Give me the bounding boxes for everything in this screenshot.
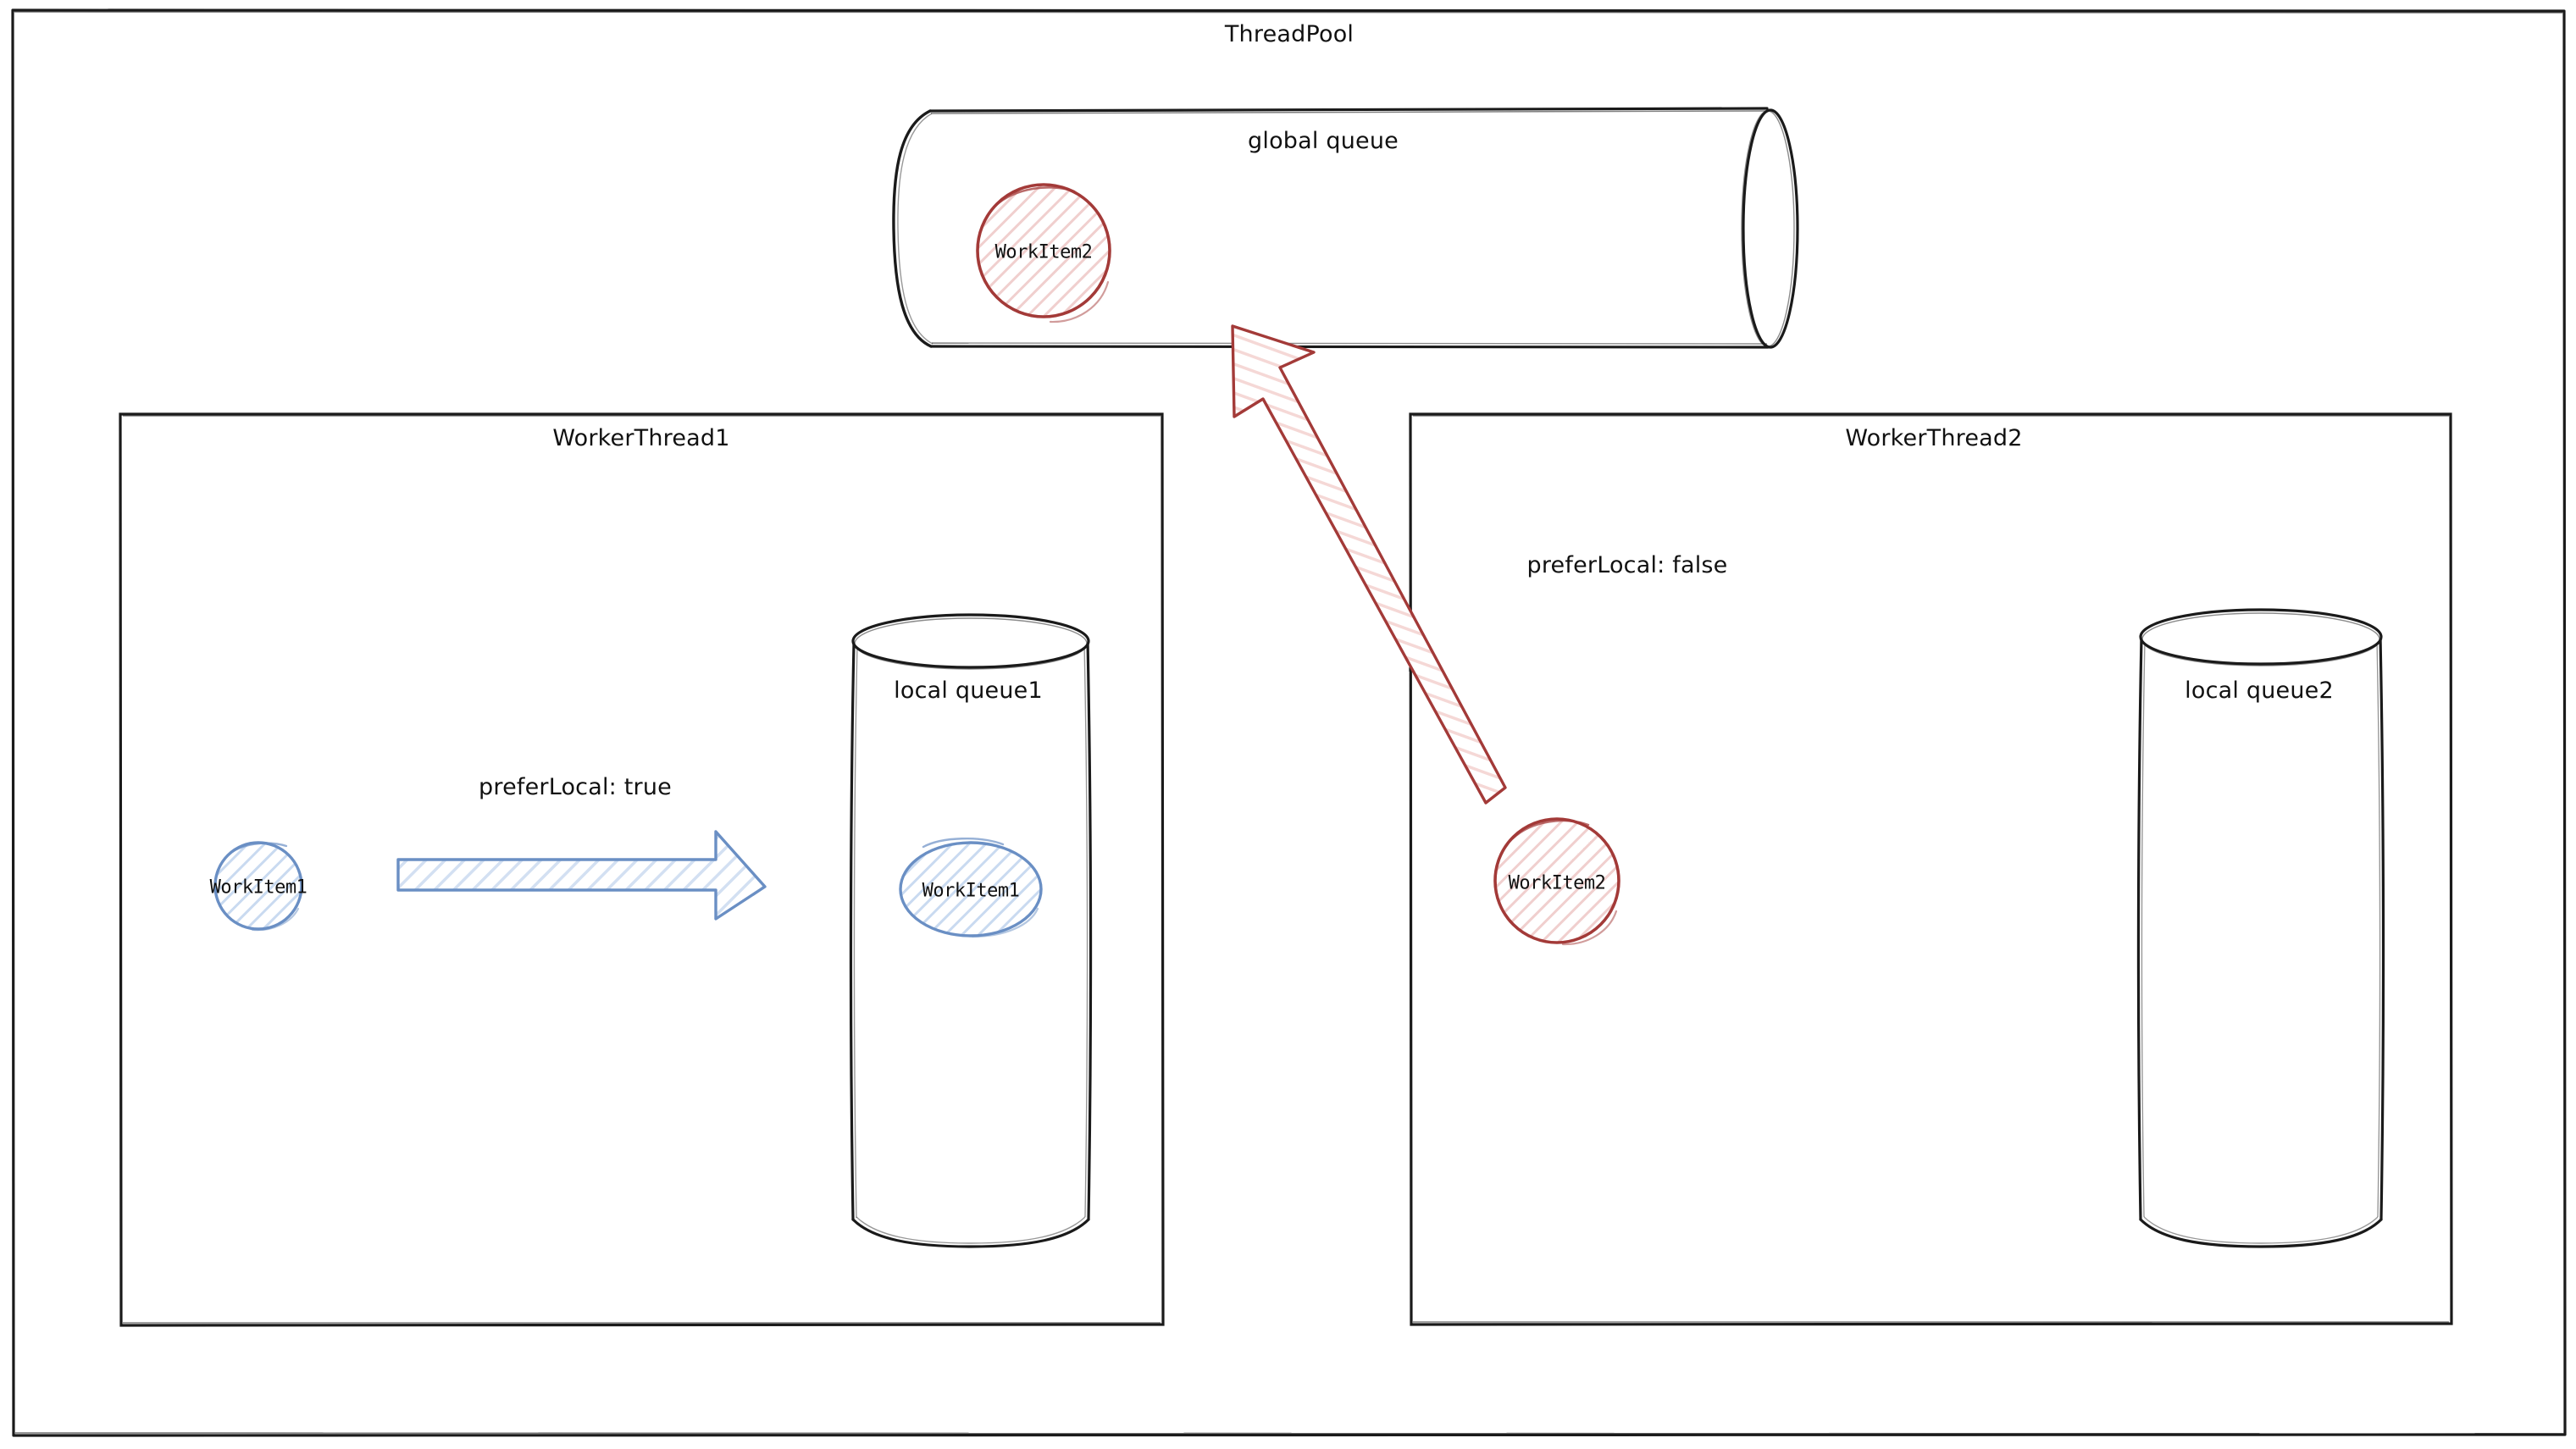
threadpool-title: ThreadPool [1224,21,1354,47]
workerthread2-pending-item-label: WorkItem2 [1508,872,1606,894]
workerthread2-pending-workitem2 [1493,817,1620,946]
global-queue-item-label: WorkItem2 [994,241,1093,263]
workerthread1-box [119,412,1165,1327]
workerthread2-preferlocal-label: preferLocal: false [1526,552,1728,578]
workerthread1-pending-workitem1 [213,841,303,932]
workerthread2-box [1409,412,2453,1326]
threadpool-frame [11,8,2567,1437]
workerthread2-steal-arrow [1231,324,1507,805]
local-queue1-item-workitem1 [899,838,1043,938]
global-queue-cylinder [892,107,1799,349]
local-queue2-cylinder [2136,608,2385,1248]
local-queue1-item-label: WorkItem1 [922,880,1020,902]
global-queue-label: global queue [1248,128,1399,154]
local-queue2-label: local queue2 [2185,677,2334,704]
workerthread1-preferlocal-label: preferLocal: true [479,774,672,800]
global-queue-item-workitem2 [976,183,1111,324]
workerthread1-title: WorkerThread1 [552,425,730,451]
workerthread1-transfer-arrow [396,830,767,921]
workerthread1-pending-item-label: WorkItem1 [209,877,307,899]
local-queue1-label: local queue1 [894,677,1043,704]
workerthread2-title: WorkerThread2 [1845,425,2023,451]
local-queue1-cylinder [849,613,1093,1248]
